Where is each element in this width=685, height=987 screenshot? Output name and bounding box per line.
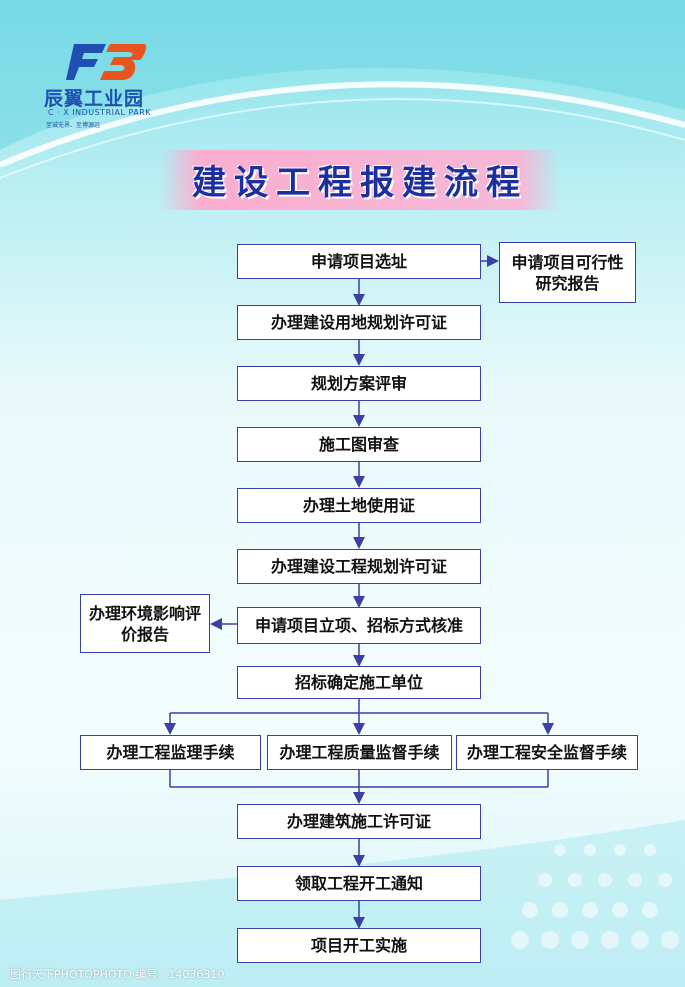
logo-name-cn: 辰翼工业园 <box>44 88 145 110</box>
step-drawing-review: 施工图审查 <box>237 427 481 462</box>
logo-slogan: 至诚无界、至博源远 <box>46 122 101 129</box>
title-banner <box>160 150 560 210</box>
step-construction-permit: 办理建筑施工许可证 <box>237 804 481 839</box>
step-bidding-contractor: 招标确定施工单位 <box>237 666 481 699</box>
step-feasibility-report: 申请项目可行性研究报告 <box>499 242 636 303</box>
logo-name-en: C · X INDUSTRIAL PARK <box>48 108 152 117</box>
step-environment-assessment: 办理环境影响评价报告 <box>80 594 210 653</box>
step-safety-supervision: 办理工程安全监督手续 <box>456 735 638 770</box>
step-supervision-procedures: 办理工程监理手续 <box>80 735 261 770</box>
step-planning-review: 规划方案评审 <box>237 366 481 401</box>
step-apply-site-selection: 申请项目选址 <box>237 244 481 279</box>
page-title: 建设工程报建流程 <box>192 163 528 203</box>
step-construction-planning-permit: 办理建设工程规划许可证 <box>237 549 481 584</box>
step-project-start: 项目开工实施 <box>237 928 481 963</box>
step-land-planning-permit: 办理建设用地规划许可证 <box>237 305 481 340</box>
watermark: 图行天下PHOTOPHOTO 编号：14036310 <box>10 968 225 981</box>
step-quality-supervision: 办理工程质量监督手续 <box>267 735 452 770</box>
logo-mark-icon <box>66 44 146 80</box>
step-project-approval: 申请项目立项、招标方式核准 <box>237 607 481 644</box>
step-land-use-certificate: 办理土地使用证 <box>237 488 481 523</box>
step-start-notice: 领取工程开工通知 <box>237 866 481 901</box>
